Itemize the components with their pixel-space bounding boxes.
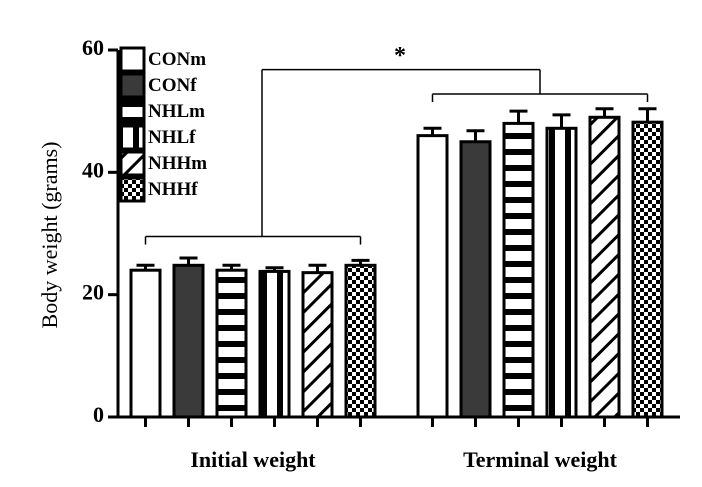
- bar-NHHm-1: [588, 115, 621, 419]
- legend-swatch-CONf: [119, 72, 146, 99]
- bar-CONf-0: [172, 263, 205, 419]
- bar-CONf-1: [459, 140, 492, 419]
- legend-swatch-NHLf: [119, 124, 146, 151]
- bar-NHHf-0: [344, 263, 377, 419]
- y-axis-label: Body weight (grams): [37, 142, 62, 329]
- legend-label-NHHm: NHHm: [148, 153, 207, 174]
- legend-label-NHLf: NHLf: [148, 127, 196, 148]
- bar-NHHf-1: [631, 120, 664, 419]
- legend-label-NHHf: NHHf: [148, 179, 198, 200]
- bar-NHHm-0: [301, 271, 334, 419]
- legend-swatch-NHHf: [119, 176, 146, 203]
- bar-CONm-0: [129, 268, 162, 419]
- significance-star: *: [394, 43, 406, 69]
- legend-label-CONf: CONf: [148, 75, 197, 96]
- y-tick-label: 0: [93, 402, 104, 427]
- category-label: Terminal weight: [463, 447, 617, 472]
- legend-label-NHLm: NHLm: [148, 101, 205, 122]
- bar-NHLf-0: [258, 269, 291, 419]
- legend-swatch-NHLm: [119, 98, 146, 125]
- y-tick-label: 40: [82, 157, 104, 182]
- bar-NHLm-0: [215, 268, 248, 419]
- legend-label-CONm: CONm: [148, 49, 206, 70]
- bar-NHLm-1: [502, 121, 535, 419]
- legend-swatch-CONm: [119, 46, 146, 73]
- significance-annotations: *: [144, 43, 649, 245]
- bars: [129, 107, 664, 419]
- y-tick-label: 60: [82, 35, 104, 60]
- category-label: Initial weight: [190, 447, 316, 472]
- legend-swatch-NHHm: [119, 150, 146, 177]
- bar-NHLf-1: [545, 126, 578, 419]
- bar-CONm-1: [416, 134, 449, 419]
- y-tick-label: 20: [82, 280, 104, 305]
